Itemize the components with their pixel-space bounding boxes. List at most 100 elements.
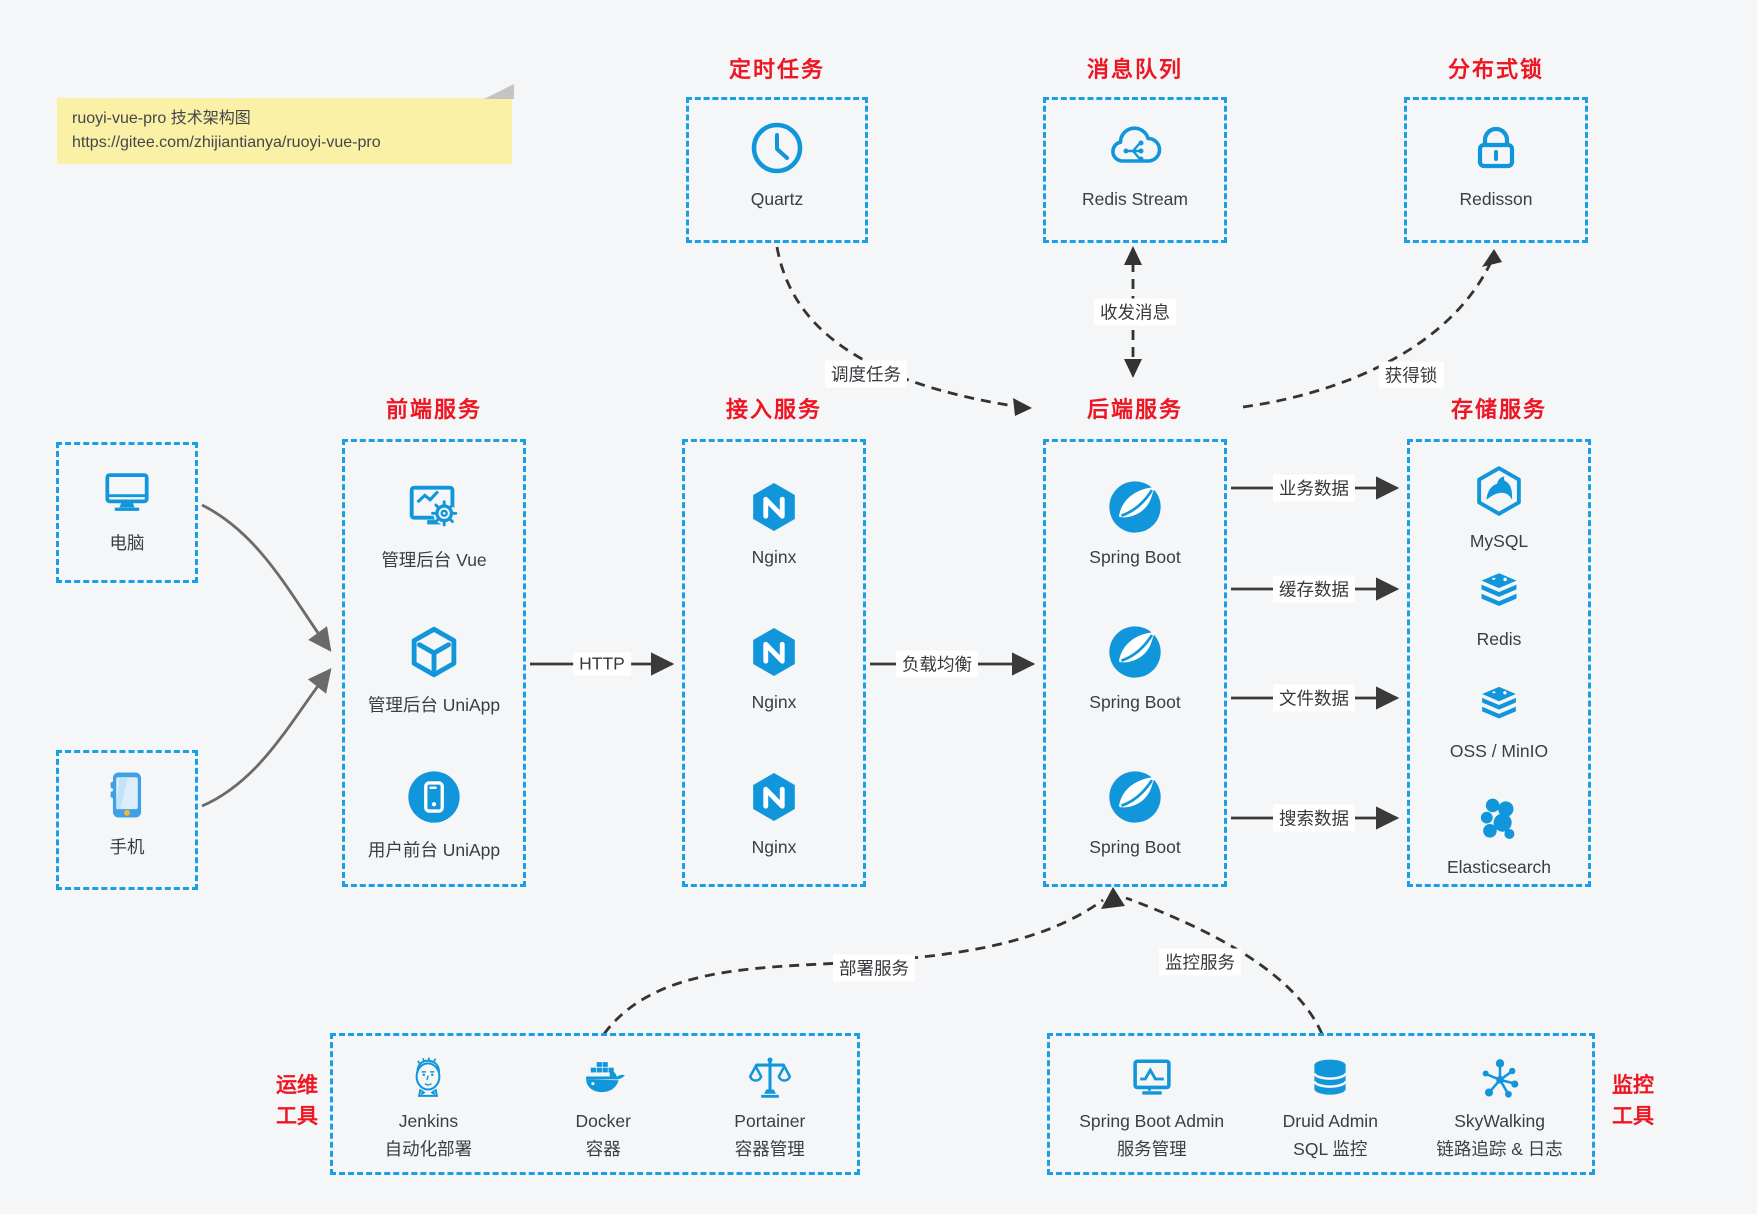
mysql-icon [1468,460,1530,522]
node-mysql: MySQL [1410,460,1588,552]
group-box-ops-tools: Jenkins 自动化部署 Docker 容器 Portainer 容器管理 [330,1033,860,1175]
nginx-icon [743,621,805,683]
node-phone: 手机 [59,765,195,859]
node-redis: Redis [1410,564,1588,650]
node-sublabel: 自动化部署 [384,1139,473,1159]
spring-boot-icon [1104,476,1166,538]
node-label: 手机 [109,837,145,857]
node-sublabel: SQL 监控 [1293,1139,1368,1159]
edge-pc-frontend [201,503,332,652]
node-nginx-3: Nginx [685,766,863,858]
node-label: Druid Admin [1282,1111,1378,1131]
node-label: Portainer [734,1111,806,1131]
edge-label-file-data: 文件数据 [1273,684,1355,712]
node-pc: 电脑 [59,461,195,555]
uniapp-cube-icon [403,621,465,683]
node-redis-stream: Redis Stream [1046,116,1224,210]
column-title-storage: 存储服务 [1450,397,1547,422]
admin-vue-icon [403,476,465,538]
node-skywalking: SkyWalking 链路追踪 & 日志 [1436,1052,1563,1162]
spring-boot-icon [1104,621,1166,683]
portainer-icon [743,1052,797,1106]
lock-icon [1464,116,1528,180]
group-title-distributed-lock: 分布式锁 [1447,57,1544,82]
group-title-ops-tools: 运维 工具 [276,1074,318,1128]
node-label: Elasticsearch [1446,857,1552,877]
node-label: 管理后台 Vue [381,550,487,570]
spring-boot-icon [1104,766,1166,828]
node-label: SkyWalking [1454,1111,1545,1131]
node-quartz: Quartz [689,116,865,210]
node-nginx-2: Nginx [685,621,863,713]
group-box-distributed-lock: Redisson [1404,97,1588,243]
redis-stack-icon [1471,564,1527,620]
column-title-access: 接入服务 [725,397,822,422]
column-box-storage: MySQL Redis OSS / MinIO Elasticsearch [1407,439,1591,887]
edge-label-deploy-service: 部署服务 [833,954,915,982]
edge-label-business-data: 业务数据 [1273,474,1355,502]
node-sublabel: 链路追踪 & 日志 [1436,1139,1563,1159]
group-title-message-queue: 消息队列 [1086,57,1183,82]
node-label: 用户前台 UniApp [367,840,501,860]
node-label: Redis [1476,629,1522,649]
node-elasticsearch: Elasticsearch [1410,790,1588,878]
nginx-icon [743,766,805,828]
jenkins-icon [401,1052,455,1106]
node-label: Quartz [750,189,804,209]
node-docker: Docker 容器 [576,1052,631,1162]
note-url: https://gitee.com/zhijiantianya/ruoyi-vu… [72,134,381,151]
sticky-note: ruoyi-vue-pro 技术架构图 https://gitee.com/zh… [57,84,514,164]
node-sublabel: 服务管理 [1116,1139,1187,1159]
node-oss-minio: OSS / MinIO [1410,678,1588,762]
spring-boot-admin-icon [1125,1052,1179,1106]
node-springboot-1: Spring Boot [1046,476,1224,568]
node-user-uniapp: 用户前台 UniApp [345,766,523,862]
client-box-pc: 电脑 [56,442,198,583]
group-box-monitor-tools: Spring Boot Admin 服务管理 Druid Admin SQL 监… [1047,1033,1595,1175]
edge-label-search-data: 搜索数据 [1273,804,1355,832]
node-admin-uniapp: 管理后台 UniApp [345,621,523,717]
edge-label-load-balance: 负载均衡 [896,650,978,678]
node-label: Spring Boot [1089,837,1181,857]
node-label: Spring Boot [1089,547,1181,567]
nginx-icon [743,476,805,538]
elasticsearch-icon [1470,790,1528,848]
client-box-phone: 手机 [56,750,198,890]
skywalking-icon [1473,1052,1527,1106]
node-label: Nginx [751,547,797,567]
group-title-monitor-tools: 监控 工具 [1612,1074,1654,1128]
column-box-access: Nginx Nginx Nginx [682,439,866,887]
node-label: Nginx [751,837,797,857]
group-title-scheduled-jobs: 定时任务 [728,57,825,82]
edge-label-acquire-lock: 获得锁 [1378,361,1444,389]
column-box-backend: Spring Boot Spring Boot Spring Boot [1043,439,1227,887]
note-title: ruoyi-vue-pro 技术架构图 [72,110,251,127]
edge-acquire-lock [1242,263,1492,409]
group-box-scheduled-jobs: Quartz [686,97,868,243]
node-spring-boot-admin: Spring Boot Admin 服务管理 [1079,1052,1224,1162]
column-box-frontend: 管理后台 Vue 管理后台 UniApp 用户前台 UniApp [342,439,526,887]
edge-phone-frontend [201,668,332,808]
clock-icon [745,116,809,180]
node-label: Spring Boot [1089,692,1181,712]
desktop-icon [97,461,157,521]
druid-icon [1303,1052,1357,1106]
node-redisson: Redisson [1407,116,1585,210]
node-springboot-2: Spring Boot [1046,621,1224,713]
column-title-backend: 后端服务 [1086,397,1183,422]
column-title-frontend: 前端服务 [385,397,482,422]
smartphone-icon [97,765,157,825]
cloud-mq-icon [1103,116,1167,180]
node-sublabel: 容器管理 [734,1139,805,1159]
node-label: OSS / MinIO [1449,741,1549,761]
node-label: Docker [575,1111,631,1131]
node-admin-vue: 管理后台 Vue [345,476,523,572]
edge-label-http: HTTP [573,652,631,676]
node-label: 电脑 [109,533,145,553]
oss-minio-icon [1472,678,1526,732]
user-app-icon [403,766,465,828]
node-springboot-3: Spring Boot [1046,766,1224,858]
node-label: Redisson [1459,189,1533,209]
edge-label-send-receive-msg: 收发消息 [1094,298,1176,326]
